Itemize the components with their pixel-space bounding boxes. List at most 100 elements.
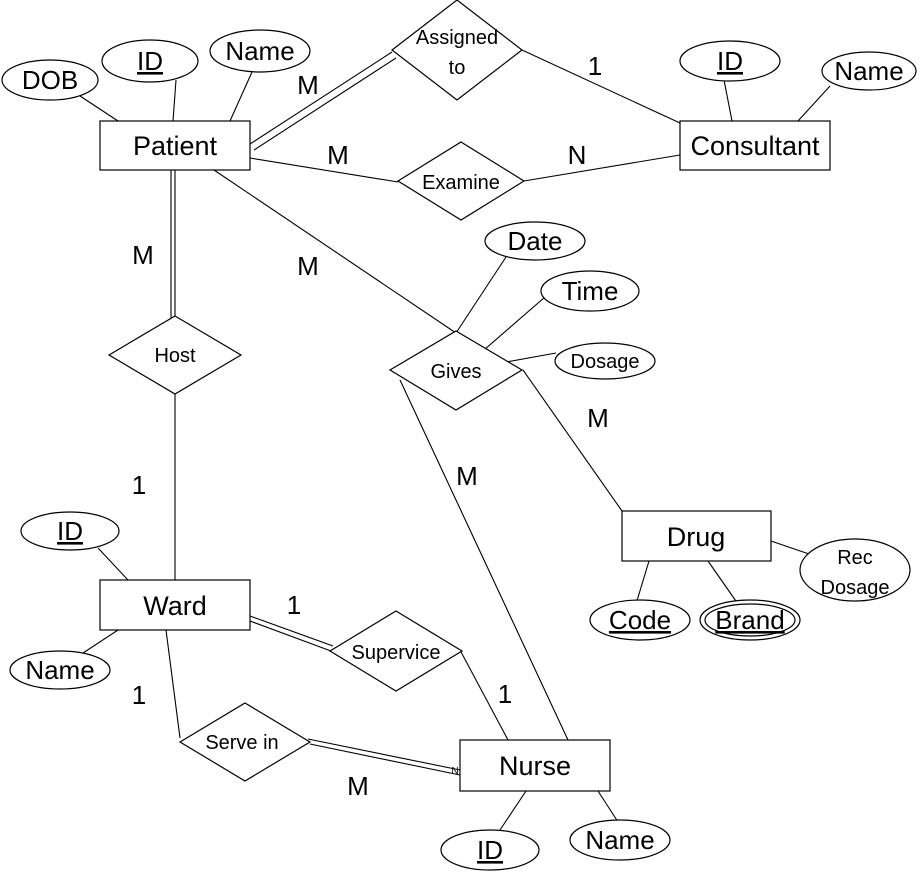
attribute-gives-date[interactable]: Date: [484, 221, 586, 261]
line-ward-id: [97, 547, 129, 581]
entity-patient[interactable]: Patient: [99, 120, 251, 171]
cardinality-ward-serve: 1: [132, 680, 146, 710]
attribute-ward-id-label: ID: [57, 516, 83, 546]
cardinality-nurse-gives: M: [456, 461, 478, 491]
attribute-consultant-id[interactable]: ID: [679, 40, 781, 82]
line-nurse-name: [597, 790, 621, 826]
entity-nurse-label: Nurse: [499, 751, 571, 781]
relationship-serve-in-label: Serve in: [205, 732, 278, 754]
line-assigned-consultant: [521, 49, 681, 124]
attribute-ward-name-label: Name: [25, 655, 94, 685]
line-patient-examine: [249, 157, 399, 183]
attribute-gives-dosage[interactable]: Dosage: [554, 342, 656, 380]
cardinality-nurse-serve: M: [347, 771, 369, 801]
entity-nurse[interactable]: Nurse: [459, 739, 611, 792]
cardinality-consultant-examine: N: [568, 140, 587, 170]
attribute-gives-time-label: Time: [562, 276, 619, 306]
entity-ward[interactable]: Ward: [99, 579, 251, 631]
cardinality-ward-supervice: 1: [287, 590, 301, 620]
attribute-drug-rec-dosage[interactable]: Rec Dosage: [799, 538, 911, 602]
cardinality-patient-gives: M: [297, 251, 319, 281]
relationship-gives-label: Gives: [430, 361, 481, 383]
line-drug-code: [635, 560, 650, 605]
line-gives-drug: [522, 369, 623, 512]
attribute-drug-brand-label: Brand: [715, 605, 784, 635]
line-patient-name: [229, 71, 253, 122]
cardinality-consultant-assigned: 1: [588, 51, 602, 81]
attribute-patient-dob-label: DOB: [22, 65, 78, 95]
relationship-assigned-to-label-2: to: [449, 57, 466, 79]
attribute-patient-name[interactable]: Name: [209, 29, 311, 73]
attribute-patient-id[interactable]: ID: [101, 39, 199, 83]
line-gives-time: [483, 296, 546, 351]
entity-consultant-label: Consultant: [690, 131, 820, 161]
relationship-assigned-to-label-1: Assigned: [416, 27, 498, 49]
line-serve-nurse-b: [309, 743, 461, 776]
relationship-supervice-label: Supervice: [352, 642, 441, 664]
attribute-ward-id[interactable]: ID: [20, 511, 120, 551]
attribute-drug-brand[interactable]: Brand: [699, 599, 801, 641]
relationship-serve-in[interactable]: Serve in: [178, 702, 312, 782]
relationship-host-label: Host: [154, 345, 196, 367]
attribute-consultant-name-label: Name: [834, 56, 903, 86]
line-gives-dosage: [505, 352, 557, 363]
cardinality-nurse-supervice: 1: [498, 679, 512, 709]
attribute-nurse-id[interactable]: ID: [440, 829, 540, 871]
line-consultant-id: [723, 79, 733, 122]
line-serve-nurse-a: [307, 738, 461, 771]
line-consultant-name: [797, 85, 831, 122]
line-drug-brand: [707, 560, 739, 605]
cardinality-patient-examine: M: [327, 140, 349, 170]
relationship-gives[interactable]: Gives: [388, 330, 524, 411]
attribute-nurse-name[interactable]: Name: [569, 819, 671, 861]
attribute-drug-code[interactable]: Code: [589, 599, 691, 641]
entity-ward-label: Ward: [143, 591, 207, 621]
attribute-nurse-id-label: ID: [477, 835, 503, 865]
attribute-gives-dosage-label: Dosage: [571, 351, 640, 373]
line-gives-nurse: [399, 379, 569, 741]
attribute-patient-id-label: ID: [137, 46, 163, 76]
line-supervice-nurse: [459, 649, 509, 741]
relationship-host[interactable]: Host: [107, 315, 243, 395]
entity-consultant[interactable]: Consultant: [679, 120, 831, 171]
attribute-nurse-name-label: Name: [585, 825, 654, 855]
line-patient-dob: [79, 95, 119, 122]
attribute-patient-dob[interactable]: DOB: [1, 59, 99, 101]
line-patient-assigned-b: [253, 57, 397, 151]
cardinality-patient-host: M: [132, 240, 154, 270]
line-ward-name: [79, 629, 119, 656]
cardinality-drug-gives: M: [587, 403, 609, 433]
cardinality-nurse-serve-small: N: [451, 766, 458, 777]
line-ward-serve: [165, 629, 181, 739]
attribute-consultant-name[interactable]: Name: [821, 51, 917, 91]
connector-lines: [79, 49, 831, 831]
attribute-patient-name-label: Name: [225, 36, 294, 66]
attribute-gives-date-label: Date: [508, 226, 563, 256]
relationship-examine[interactable]: Examine: [396, 141, 526, 221]
line-ward-supervice-a: [249, 615, 334, 647]
line-drug-recdosage: [770, 540, 813, 556]
relationship-examine-label: Examine: [422, 172, 500, 194]
entity-drug-label: Drug: [667, 522, 726, 552]
cardinality-ward-host: 1: [132, 470, 146, 500]
cardinality-labels: M 1 M N M 1 M M M 1 1 1 M N: [132, 51, 609, 801]
attribute-gives-time[interactable]: Time: [540, 270, 640, 312]
line-gives-date: [455, 256, 507, 334]
line-patient-assigned-a: [249, 51, 393, 145]
line-patient-id: [172, 79, 177, 122]
attribute-ward-name[interactable]: Name: [9, 650, 111, 690]
line-nurse-id: [499, 790, 527, 831]
line-patient-gives: [213, 169, 457, 334]
attribute-consultant-id-label: ID: [717, 46, 743, 76]
attribute-drug-code-label: Code: [609, 605, 671, 635]
attribute-drug-rec-dosage-label-1: Rec: [837, 547, 873, 569]
entity-patient-label: Patient: [133, 131, 218, 161]
cardinality-patient-assigned: M: [297, 70, 319, 100]
relationship-supervice[interactable]: Supervice: [328, 610, 464, 692]
line-ward-supervice-b: [249, 620, 332, 652]
line-examine-consultant: [523, 154, 681, 182]
relationship-assigned-to[interactable]: Assigned to: [391, 0, 523, 101]
attribute-drug-rec-dosage-label-2: Dosage: [821, 577, 890, 599]
entity-drug[interactable]: Drug: [621, 510, 772, 562]
